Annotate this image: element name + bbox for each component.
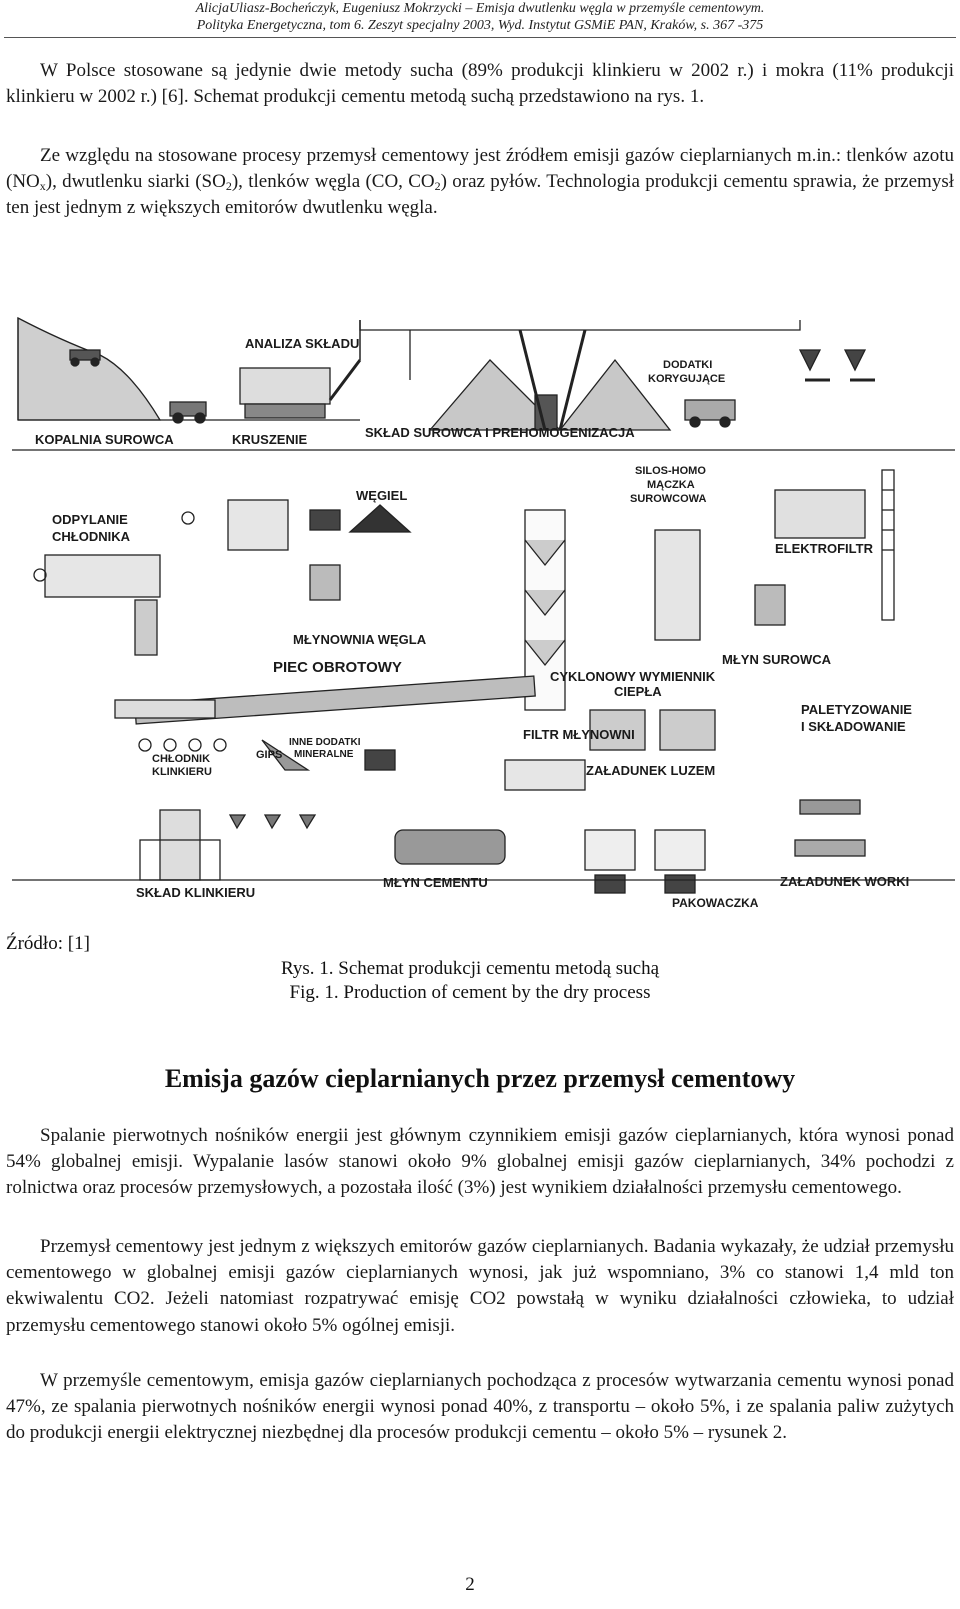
label-wegiel: WĘGIEL	[356, 488, 407, 503]
dump-truck	[684, 399, 736, 421]
truck-pallets	[794, 839, 866, 857]
label-odpyl-1: ODPYLANIE	[52, 512, 128, 527]
clinker-cooler	[114, 699, 216, 719]
label-silos-3: SUROWCOWA	[630, 493, 706, 505]
label-analiza: ANALIZA SKŁADU	[245, 336, 359, 351]
label-palet-2: I SKŁADOWANIE	[801, 719, 906, 734]
section-paragraph-3: W przemyśle cementowym, emisja gazów cie…	[6, 1370, 954, 1444]
coal-pile	[348, 504, 412, 533]
label-dodatki-2: KORYGUJĄCE	[648, 373, 725, 385]
mill-filter	[504, 759, 586, 791]
electrostatic-filter	[774, 489, 866, 539]
label-gips: GIPS	[256, 749, 282, 761]
chimney	[881, 469, 895, 621]
header-rule	[4, 37, 956, 38]
label-kruszenie: KRUSZENIE	[232, 432, 307, 447]
quarry-hill	[17, 316, 162, 421]
label-dodatki-1: DODATKI	[663, 359, 712, 371]
label-cyklon-1: CYKLONOWY WYMIENNIK	[550, 669, 716, 684]
coal-wagon	[309, 509, 341, 531]
cooler-fans-box	[134, 599, 158, 656]
label-pakowaczka: PAKOWACZKA	[672, 896, 759, 910]
raw-mill	[754, 584, 786, 626]
clinker-silo	[159, 809, 201, 881]
header-line-journal: Polityka Energetyczna, tom 6. Zeszyt spe…	[196, 18, 764, 33]
label-elektrofiltr: ELEKTROFILTR	[775, 541, 874, 556]
figure-caption-pl: Rys. 1. Schemat produkcji cementu metodą…	[280, 958, 660, 979]
label-sklad-klinkieru: SKŁAD KLINKIERU	[136, 885, 255, 900]
packing-machine	[584, 829, 636, 871]
rail-wagon	[799, 799, 861, 815]
label-mlyn-cementu: MŁYN CEMENTU	[383, 875, 488, 890]
label-zaladunek-worki: ZAŁADUNEK WORKI	[780, 874, 909, 889]
raw-pile-left	[428, 359, 562, 431]
running-header: AlicjaUliasz-Bocheńczyk, Eugeniusz Mokrz…	[0, 0, 960, 34]
label-silos-1: SILOS-HOMO	[635, 465, 706, 477]
figure-caption-en: Fig. 1. Production of cement by the dry …	[289, 982, 651, 1003]
crusher	[239, 367, 331, 405]
label-mlynownia: MŁYNOWNIA WĘGLA	[293, 632, 427, 647]
label-palet-1: PALETYZOWANIE	[801, 702, 912, 717]
cooler-dust-filter	[44, 554, 161, 598]
label-inne-1: INNE DODATKI	[289, 737, 361, 748]
cement-mill	[394, 829, 506, 865]
intro-paragraph-2: Ze względu na stosowane procesy przemysł…	[6, 145, 954, 219]
label-kopalnia: KOPALNIA SUROWCA	[35, 432, 174, 447]
page-number: 2	[465, 1574, 475, 1595]
label-odpyl-2: CHŁODNIKA	[52, 529, 131, 544]
figure-source: Źródło: [1]	[6, 933, 90, 954]
label-inne-2: MINERALNE	[294, 749, 354, 760]
header-line-authors: AlicjaUliasz-Bocheńczyk, Eugeniusz Mokrz…	[195, 1, 765, 16]
section-title: Emisja gazów cieplarnianych przez przemy…	[164, 1064, 796, 1093]
label-mlyn-surowca: MŁYN SUROWCA	[722, 652, 832, 667]
additive-wagon	[364, 749, 396, 771]
excavator	[69, 349, 101, 361]
label-chlodnik-1: CHŁODNIK	[152, 753, 210, 765]
label-zaladunek-luzem: ZAŁADUNEK LUZEM	[586, 763, 715, 778]
coal-filter	[227, 499, 289, 551]
cement-production-diagram: ANALIZA SKŁADU DODATKI KORYGUJĄCE KOPALN…	[12, 316, 955, 910]
intro-paragraph-1: W Polsce stosowane są jedynie dwie metod…	[6, 60, 954, 108]
section-paragraph-2: Przemysł cementowy jest jednym z większy…	[6, 1236, 954, 1336]
raw-meal-silo	[654, 529, 701, 641]
label-cyklon-2: CIEPŁA	[614, 684, 662, 699]
label-silos-2: MĄCZKA	[647, 479, 695, 491]
section-paragraph-1: Spalanie pierwotnych nośników energii je…	[6, 1125, 954, 1199]
label-filtr: FILTR MŁYNOWNI	[523, 727, 635, 742]
raw-pile-right	[558, 358, 672, 431]
label-sklad: SKŁAD SUROWCA I PREHOMOGENIZACJA	[365, 425, 635, 440]
coal-mill	[309, 564, 341, 601]
label-chlodnik-2: KLINKIERU	[152, 766, 212, 778]
label-piec: PIEC OBROTOWY	[273, 659, 402, 676]
